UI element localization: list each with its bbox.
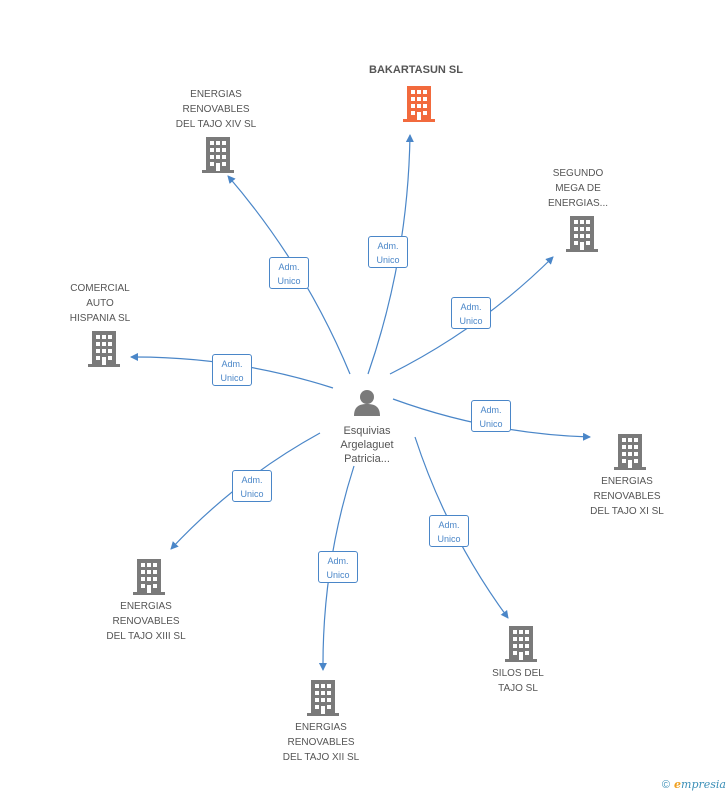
company-label-tajo-xiii[interactable]: ENERGIAS RENOVABLES DEL TAJO XIII SL [86,599,206,644]
relation-text: Unico [459,316,483,326]
person-icon [354,390,380,416]
company-name-line: SILOS DEL [492,668,544,679]
company-name-line: HISPANIA SL [69,313,131,324]
center-name-line: Esquivias [343,425,391,437]
relation-label-tajo-xii[interactable]: Adm. Unico [318,551,358,583]
relation-text: Unico [277,276,301,286]
company-name-line: ENERGIAS [295,722,347,733]
company-name-line: DEL TAJO XIV SL [175,119,257,130]
relation-text: Unico [220,373,244,383]
edges [130,134,591,671]
relation-label-tajo-xiv[interactable]: Adm. Unico [269,257,309,289]
brand-initial: e [674,778,682,791]
company-name-line: ENERGIAS... [547,198,608,209]
relation-label-comercial-auto[interactable]: Adm. Unico [212,354,252,386]
relation-text: Unico [376,255,400,265]
center-person-label[interactable]: Esquivias Argelaguet Patricia... [307,424,427,466]
building-icon[interactable] [307,680,339,716]
company-name-line: RENOVABLES [112,616,180,627]
building-icon[interactable] [133,559,165,595]
company-name-line: ENERGIAS [601,476,653,487]
building-icon[interactable] [88,331,120,367]
relation-label-segundo-mega[interactable]: Adm. Unico [451,297,491,329]
company-label-tajo-xii[interactable]: ENERGIAS RENOVABLES DEL TAJO XII SL [261,720,381,765]
building-icon[interactable] [202,137,234,173]
relation-text: Unico [326,570,350,580]
center-name-line: Patricia... [344,453,390,465]
company-label-comercial-auto[interactable]: COMERCIAL AUTO HISPANIA SL [40,281,160,326]
relation-label-tajo-xi[interactable]: Adm. Unico [471,400,511,432]
relation-text: Adm. [480,405,502,415]
company-name-line: AUTO [86,298,114,309]
relation-label-bakartasun[interactable]: Adm. Unico [368,236,408,268]
company-name-line: ENERGIAS [190,89,242,100]
company-name-line: TAJO SL [498,683,538,694]
relation-text: Unico [240,489,264,499]
company-name-line: BAKARTASUN SL [369,64,463,76]
company-label-silos[interactable]: SILOS DEL TAJO SL [458,666,578,696]
relation-text: Unico [437,534,461,544]
company-name-line: COMERCIAL [70,283,130,294]
company-label-bakartasun[interactable]: BAKARTASUN SL [356,63,476,78]
company-name-line: DEL TAJO XIII SL [106,631,186,642]
relation-text: Adm. [278,262,300,272]
relation-text: Adm. [241,475,263,485]
center-name-line: Argelaguet [340,439,394,451]
footer-brand[interactable]: ©empresia [662,778,726,791]
company-name-line: MEGA DE [555,183,601,194]
building-icon[interactable] [614,434,646,470]
company-name-line: RENOVABLES [182,104,250,115]
company-name-line: RENOVABLES [593,491,661,502]
company-name-line: SEGUNDO [552,168,604,179]
building-icon[interactable] [505,626,537,662]
relation-text: Adm. [438,520,460,530]
company-label-tajo-xiv[interactable]: ENERGIAS RENOVABLES DEL TAJO XIV SL [156,87,276,132]
company-label-segundo-mega[interactable]: SEGUNDO MEGA DE ENERGIAS... [518,166,638,211]
company-label-tajo-xi[interactable]: ENERGIAS RENOVABLES DEL TAJO XI SL [567,474,687,519]
copyright-symbol: © [661,779,671,791]
relation-text: Unico [479,419,503,429]
relation-text: Adm. [377,241,399,251]
brand-name: mpresia [681,778,726,791]
company-name-line: ENERGIAS [120,601,172,612]
relation-text: Adm. [460,302,482,312]
relation-text: Adm. [221,359,243,369]
relation-label-silos[interactable]: Adm. Unico [429,515,469,547]
building-icon[interactable] [566,216,598,252]
relation-label-tajo-xiii[interactable]: Adm. Unico [232,470,272,502]
company-name-line: RENOVABLES [287,737,355,748]
relation-text: Adm. [327,556,349,566]
company-name-line: DEL TAJO XI SL [590,506,664,517]
company-name-line: DEL TAJO XII SL [282,752,360,763]
building-icon[interactable] [403,86,435,122]
